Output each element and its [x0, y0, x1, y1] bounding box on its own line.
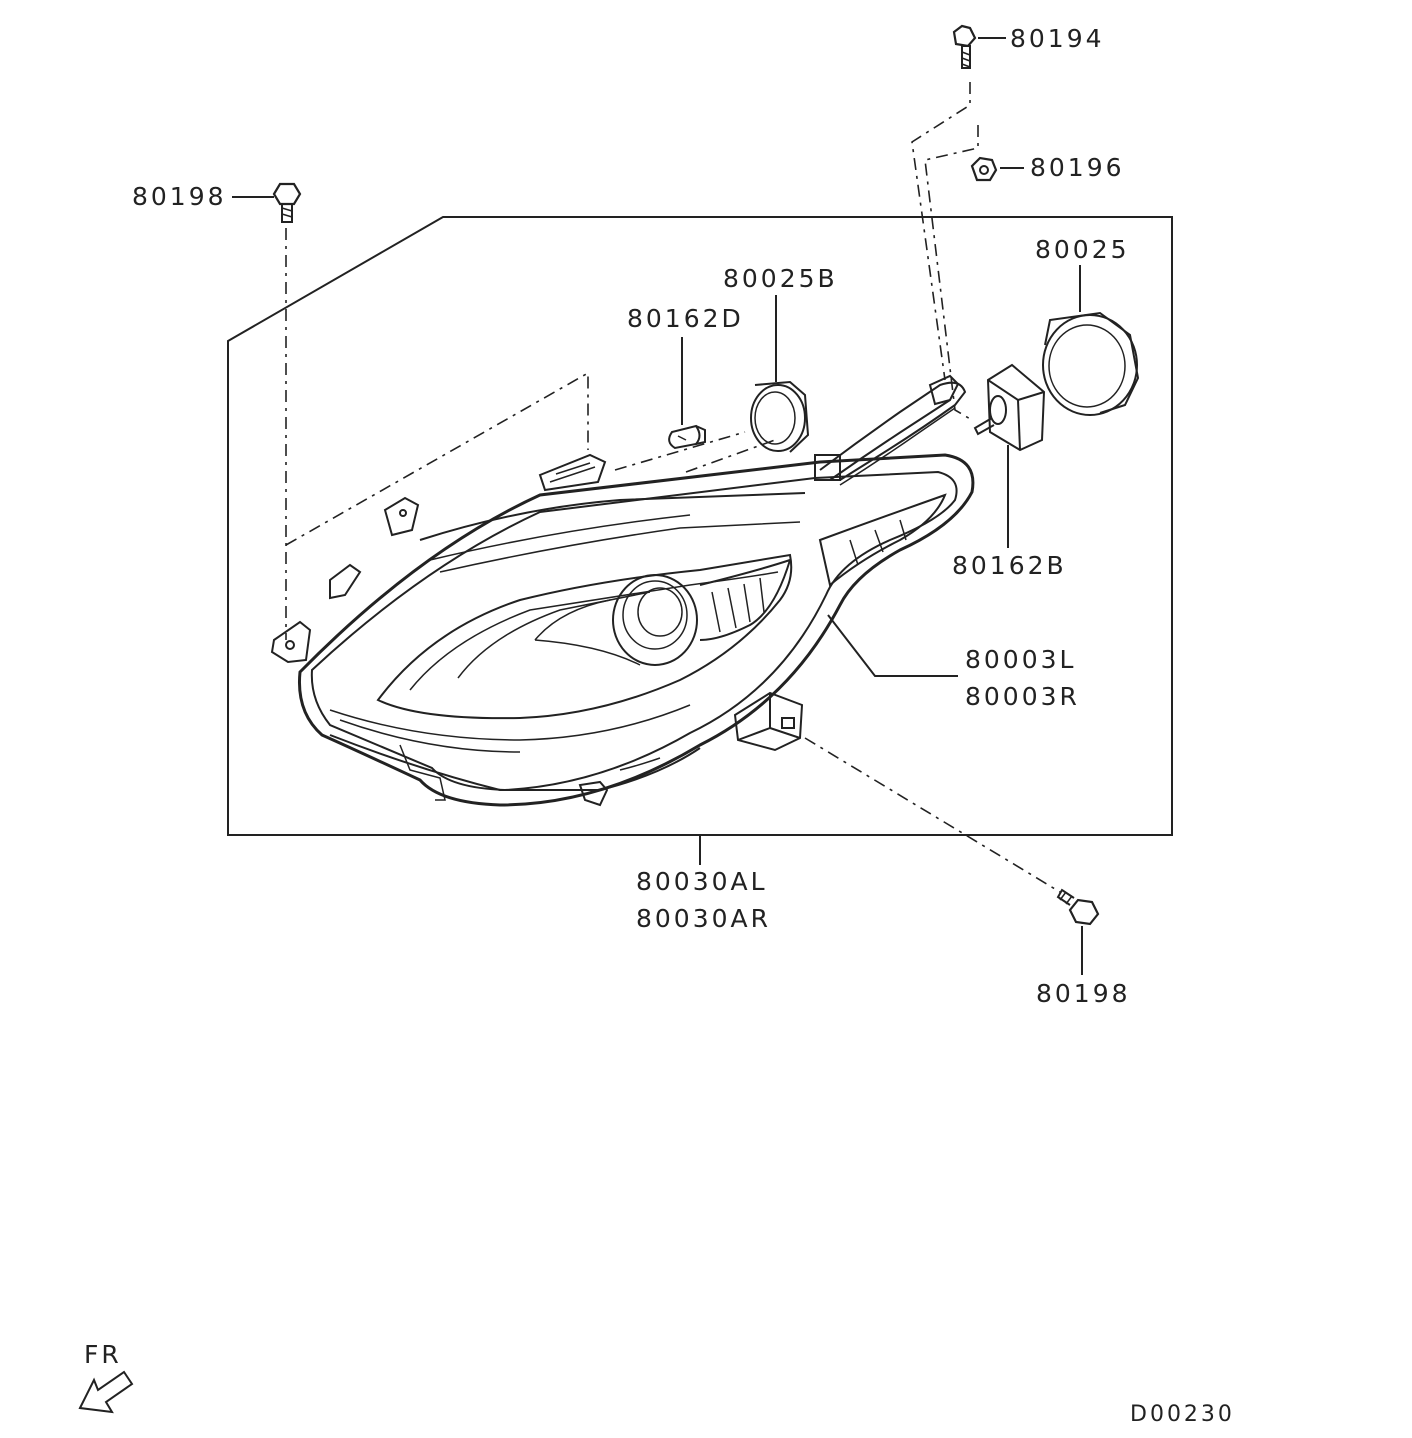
part-label-80162B[interactable]: 80162B — [952, 551, 1067, 580]
bolt-80198-bottom-drawing — [1056, 888, 1100, 926]
assembly-lines — [285, 82, 1061, 893]
cap-80025B-drawing — [750, 380, 810, 453]
leader-lines — [232, 37, 1083, 975]
bulb-80162D-drawing — [668, 424, 706, 450]
bolt-80194-drawing — [952, 24, 977, 69]
part-label-80030AR[interactable]: 80030AR — [636, 904, 772, 933]
assembly-boundary — [227, 216, 1173, 836]
part-label-80194[interactable]: 80194 — [1010, 24, 1105, 53]
direction-label: FR — [84, 1340, 122, 1369]
bulb-80162B-drawing — [973, 363, 1046, 452]
diagram-id: D00230 — [1130, 1402, 1235, 1427]
part-label-80025[interactable]: 80025 — [1035, 235, 1130, 264]
harness-bracket — [814, 374, 967, 486]
part-label-80025B[interactable]: 80025B — [723, 264, 838, 293]
part-label-80196[interactable]: 80196 — [1030, 153, 1125, 182]
mounting-tabs — [270, 453, 607, 664]
bottom-connector — [733, 691, 804, 752]
part-label-80030AL[interactable]: 80030AL — [636, 867, 768, 896]
headlamp-housing — [297, 453, 975, 807]
part-label-80003L[interactable]: 80003L — [965, 645, 1077, 674]
part-label-80198-bottom[interactable]: 80198 — [1036, 979, 1131, 1008]
part-label-80162D[interactable]: 80162D — [627, 304, 744, 333]
cap-80025-drawing — [1042, 311, 1140, 416]
bolt-80198-top-drawing — [272, 182, 302, 223]
nut-80196-drawing — [970, 156, 998, 182]
front-direction-arrow — [78, 1370, 134, 1414]
part-label-80003R[interactable]: 80003R — [965, 682, 1080, 711]
part-label-80198-top[interactable]: 80198 — [132, 182, 227, 211]
